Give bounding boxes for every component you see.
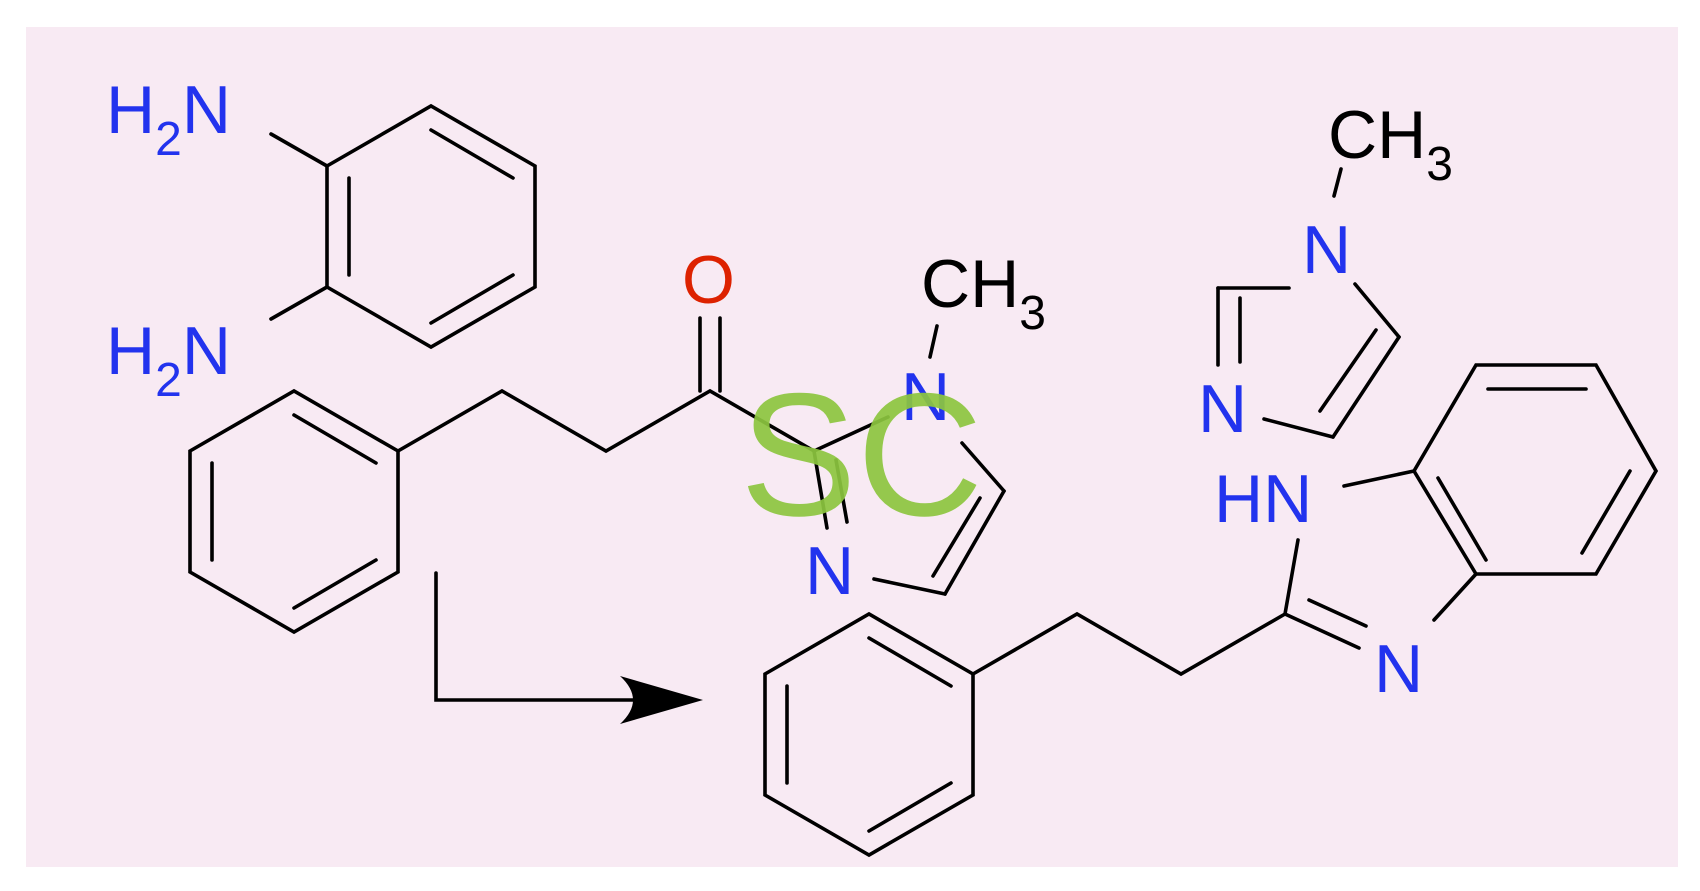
reaction-arrow bbox=[434, 571, 703, 724]
ketone-phenyl-ring-bonds bbox=[188, 388, 400, 635]
imidazole-inner-bond bbox=[931, 496, 982, 578]
benzimidazole-n-label: N bbox=[1374, 631, 1423, 707]
amine-bond-top bbox=[269, 132, 329, 168]
benzo-inner-bond bbox=[1436, 476, 1488, 562]
product-n-methyl-bond bbox=[1332, 167, 1343, 198]
n-methyl-bond bbox=[928, 324, 939, 359]
imidazole-bond bbox=[872, 577, 947, 596]
imidazole-inner-bond bbox=[834, 458, 849, 524]
product-phenyl-inner-bond bbox=[867, 636, 953, 688]
diagram-background bbox=[26, 27, 1678, 867]
imidazole-bond bbox=[812, 415, 890, 453]
arrow-shaft bbox=[434, 571, 640, 702]
product-imidazole-bond bbox=[1331, 335, 1401, 439]
amine-bond-bottom bbox=[269, 285, 329, 321]
ketone-ring-n-label: N bbox=[805, 533, 854, 609]
product-imidazole-bond bbox=[1353, 282, 1401, 339]
benzo-ring-bonds bbox=[1411, 363, 1659, 576]
product-ring-n-label: N bbox=[1198, 371, 1247, 447]
amine-label-top: H2N bbox=[106, 72, 231, 166]
oxygen-label: O bbox=[682, 242, 735, 318]
imidazole-bond bbox=[812, 449, 829, 530]
benzimidazole-nh-label: HN bbox=[1214, 461, 1312, 537]
benzimidazole-inner-bond bbox=[1307, 598, 1368, 628]
amine-label-bottom: H2N bbox=[106, 313, 231, 407]
product-imidazole-bond bbox=[1262, 417, 1335, 439]
product-methyl-label: CH3 bbox=[1328, 97, 1453, 191]
product-phenyl-ring-bonds bbox=[763, 611, 975, 858]
imidazole-bond bbox=[943, 489, 1006, 596]
arrow-head bbox=[620, 676, 703, 724]
ketone-n-methyl-label: N bbox=[901, 359, 950, 435]
product-n-methyl-label: N bbox=[1302, 212, 1351, 288]
product-phenyl-inner-bond bbox=[867, 781, 953, 833]
ketone-alkyl-chain bbox=[396, 388, 816, 454]
ketone-phenyl-inner-bond bbox=[292, 558, 378, 610]
benzimidazole-bond bbox=[1432, 572, 1478, 622]
benzo-inner-bond bbox=[1580, 469, 1632, 555]
product-imidazole-inner-bond bbox=[1318, 328, 1378, 413]
ketone-structure bbox=[188, 316, 1006, 635]
watermark-logo: SC bbox=[740, 358, 983, 553]
diamine-inner-bond bbox=[429, 128, 515, 180]
imidazole-bond bbox=[960, 441, 1006, 493]
benzimidazole-bond bbox=[1342, 469, 1416, 488]
product-alkyl-chain bbox=[971, 611, 1287, 677]
benzimidazole-bond bbox=[1283, 612, 1361, 650]
product-structure bbox=[763, 167, 1659, 858]
ketone-phenyl-inner-bond bbox=[292, 413, 378, 465]
phenylenediamine-structure bbox=[269, 103, 537, 350]
ketone-methyl-label: CH3 bbox=[921, 246, 1046, 340]
diamine-inner-bond bbox=[429, 273, 515, 325]
benzimidazole-bond bbox=[1283, 538, 1300, 616]
